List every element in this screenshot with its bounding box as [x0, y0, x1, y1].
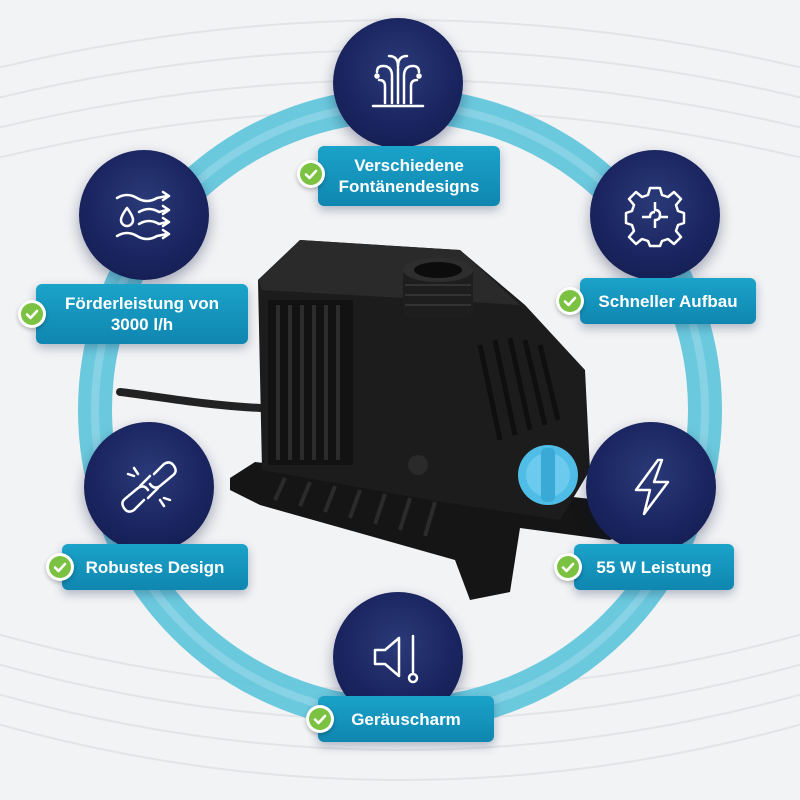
- speaker-low-icon: [373, 634, 419, 684]
- check-icon: [556, 287, 584, 315]
- chain-link-icon-circle: [84, 422, 214, 552]
- puzzle-gear-icon-circle: [590, 150, 720, 280]
- check-icon: [46, 553, 74, 581]
- lightning-icon-circle: [586, 422, 716, 552]
- feature-label-fountain-designs: Verschiedene Fontänendesigns: [318, 146, 500, 206]
- puzzle-gear-icon: [624, 186, 686, 248]
- feature-label-robust-design: Robustes Design: [62, 544, 248, 590]
- flow-waves-icon: [115, 190, 171, 241]
- feature-label-flow-rate: Förderleistung von 3000 l/h: [36, 284, 248, 344]
- check-icon: [306, 705, 334, 733]
- feature-label-power: 55 W Leistung: [574, 544, 734, 590]
- feature-label-quick-setup: Schneller Aufbau: [580, 278, 756, 324]
- check-icon: [297, 160, 325, 188]
- fountain-icon-circle: [333, 18, 463, 148]
- check-icon: [554, 553, 582, 581]
- feature-label-low-noise: Geräuscharm: [318, 696, 494, 742]
- check-icon: [18, 300, 46, 328]
- chain-link-icon: [121, 461, 177, 513]
- fountain-icon: [371, 54, 425, 108]
- flow-waves-icon-circle: [79, 150, 209, 280]
- lightning-icon: [634, 458, 670, 516]
